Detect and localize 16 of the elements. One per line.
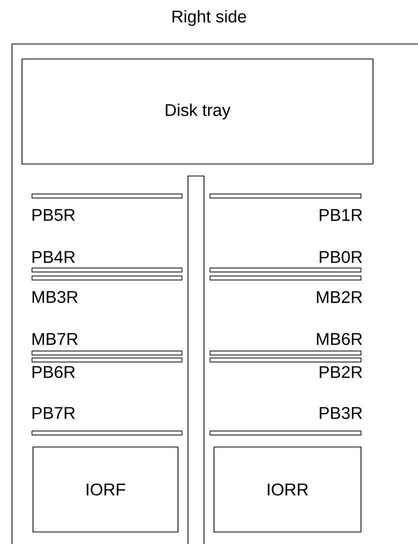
slot-label: PB1R <box>320 209 362 221</box>
slot-label: PB3R <box>320 406 362 420</box>
slot-label: PB4R <box>32 251 75 263</box>
component-box: IORR <box>214 446 362 532</box>
slot-label: MB2R <box>316 291 362 303</box>
slot-label: PB5R <box>32 209 75 221</box>
slot-label: PB0R <box>320 250 362 264</box>
slot-label: MB6R <box>316 332 362 346</box>
slot-label: MB3R <box>32 290 78 304</box>
title: Right side <box>172 10 246 26</box>
component-box: IORF <box>32 446 178 532</box>
component-box: Disk tray <box>22 58 374 164</box>
slot-label: PB7R <box>32 407 75 419</box>
slot-label: PB6R <box>32 366 75 378</box>
slot-label: PB2R <box>320 366 362 378</box>
slot-label: MB7R <box>32 333 78 345</box>
